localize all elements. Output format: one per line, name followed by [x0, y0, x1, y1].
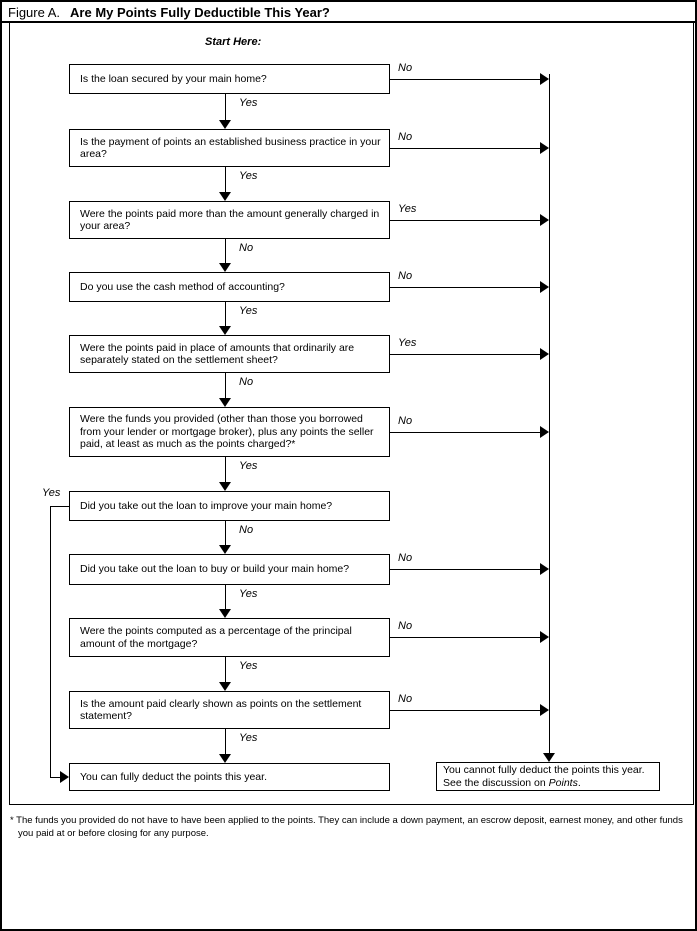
flow-box-q3: Were the points paid more than the amoun… — [69, 201, 390, 239]
flow-box-q10-text: Is the amount paid clearly shown as poin… — [80, 697, 362, 723]
q1-down-connector — [225, 94, 226, 121]
q6-down-label: Yes — [239, 460, 258, 472]
q3-down-arrowhead — [219, 263, 231, 272]
q9-down-arrowhead — [219, 682, 231, 691]
result-no-italic: Points — [548, 777, 578, 789]
q8-side-arrowhead — [540, 563, 549, 575]
q1-down-label: Yes — [239, 97, 258, 109]
q2-side-connector — [390, 148, 540, 149]
q6-side-label: No — [398, 415, 413, 427]
q1-side-connector — [390, 79, 540, 80]
q4-side-label: No — [398, 270, 413, 282]
flow-box-q1-text: Is the loan secured by your main home? — [80, 72, 267, 85]
q5-down-arrowhead — [219, 398, 231, 407]
q7-down-connector — [225, 521, 226, 546]
flow-box-q4-text: Do you use the cash method of accounting… — [80, 280, 285, 293]
flow-box-q7: Did you take out the loan to improve you… — [69, 491, 390, 521]
flow-box-q5-text: Were the points paid in place of amounts… — [80, 341, 355, 367]
q8-side-connector — [390, 569, 540, 570]
q8-down-connector — [225, 585, 226, 610]
q8-down-label: Yes — [239, 588, 258, 600]
q6-down-arrowhead — [219, 482, 231, 491]
q10-side-arrowhead — [540, 704, 549, 716]
q4-down-connector — [225, 302, 226, 327]
q9-side-label: No — [398, 620, 413, 632]
q4-down-arrowhead — [219, 326, 231, 335]
flow-box-q6-text: Were the funds you provided (other than … — [80, 413, 374, 451]
q3-down-label: No — [239, 242, 254, 254]
flow-box-q10: Is the amount paid clearly shown as poin… — [69, 691, 390, 729]
q7-down-arrowhead — [219, 545, 231, 554]
footnote: * The funds you provided do not have to … — [10, 815, 683, 839]
flow-box-q2-text: Is the payment of points an established … — [80, 135, 381, 161]
flow-box-q8: Did you take out the loan to buy or buil… — [69, 554, 390, 585]
q8-down-arrowhead — [219, 609, 231, 618]
flow-box-result-no: You cannot fully deduct the points this … — [436, 762, 660, 791]
q5-side-arrowhead — [540, 348, 549, 360]
flow-box-q8-text: Did you take out the loan to buy or buil… — [80, 563, 350, 576]
figure-title-main: Are My Points Fully Deductible This Year… — [70, 5, 330, 20]
q10-down-arrowhead — [219, 754, 231, 763]
q7-left-connector-top — [50, 506, 69, 507]
flow-box-q5: Were the points paid in place of amounts… — [69, 335, 390, 373]
q7-left-connector-vertical — [50, 506, 51, 778]
q9-side-connector — [390, 637, 540, 638]
q7-down-label: No — [239, 524, 254, 536]
flow-box-q4: Do you use the cash method of accounting… — [69, 272, 390, 302]
start-here-label: Start Here: — [205, 36, 262, 48]
q10-down-connector — [225, 729, 226, 755]
result-no-text: You cannot fully deduct the points this … — [443, 764, 645, 789]
q7-left-label: Yes — [42, 487, 61, 499]
q5-side-connector — [390, 354, 540, 355]
q10-side-label: No — [398, 693, 413, 705]
flow-box-q2: Is the payment of points an established … — [69, 129, 390, 167]
result-yes-text: You can fully deduct the points this yea… — [80, 770, 267, 783]
q7-left-arrowhead — [60, 771, 69, 783]
q5-down-connector — [225, 373, 226, 399]
flowchart-border — [9, 22, 694, 805]
q10-down-label: Yes — [239, 732, 258, 744]
q3-side-label: Yes — [398, 203, 417, 215]
title-divider — [2, 21, 695, 23]
flow-box-q3-text: Were the points paid more than the amoun… — [80, 207, 380, 233]
q3-side-connector — [390, 220, 540, 221]
figure-title-prefix: Figure A. — [8, 5, 61, 20]
q4-side-connector — [390, 287, 540, 288]
q6-down-connector — [225, 457, 226, 483]
flow-box-q7-text: Did you take out the loan to improve you… — [80, 499, 333, 512]
flow-box-q1: Is the loan secured by your main home? — [69, 64, 390, 94]
q1-side-label: No — [398, 62, 413, 74]
q2-side-arrowhead — [540, 142, 549, 154]
flow-box-result-yes: You can fully deduct the points this yea… — [69, 763, 390, 791]
q3-side-arrowhead — [540, 214, 549, 226]
q4-down-label: Yes — [239, 305, 258, 317]
q4-side-arrowhead — [540, 281, 549, 293]
collector-arrowhead — [543, 753, 555, 762]
figure-title: Figure A. Are My Points Fully Deductible … — [8, 5, 330, 20]
q7-left-connector-bottom — [50, 777, 61, 778]
q2-down-connector — [225, 167, 226, 193]
q9-down-label: Yes — [239, 660, 258, 672]
q2-down-label: Yes — [239, 170, 258, 182]
q2-down-arrowhead — [219, 192, 231, 201]
q6-side-arrowhead — [540, 426, 549, 438]
collector-line — [549, 74, 550, 754]
flow-box-q9: Were the points computed as a percentage… — [69, 618, 390, 657]
q10-side-connector — [390, 710, 540, 711]
flow-box-q6: Were the funds you provided (other than … — [69, 407, 390, 457]
flow-box-q9-text: Were the points computed as a percentage… — [80, 625, 352, 650]
q9-down-connector — [225, 657, 226, 683]
q6-side-connector — [390, 432, 540, 433]
q3-down-connector — [225, 239, 226, 264]
q1-down-arrowhead — [219, 120, 231, 129]
q2-side-label: No — [398, 131, 413, 143]
result-no-suffix: . — [577, 777, 581, 789]
q9-side-arrowhead — [540, 631, 549, 643]
q1-side-arrowhead — [540, 73, 549, 85]
q8-side-label: No — [398, 552, 413, 564]
q5-down-label: No — [239, 376, 254, 388]
q5-side-label: Yes — [398, 337, 417, 349]
